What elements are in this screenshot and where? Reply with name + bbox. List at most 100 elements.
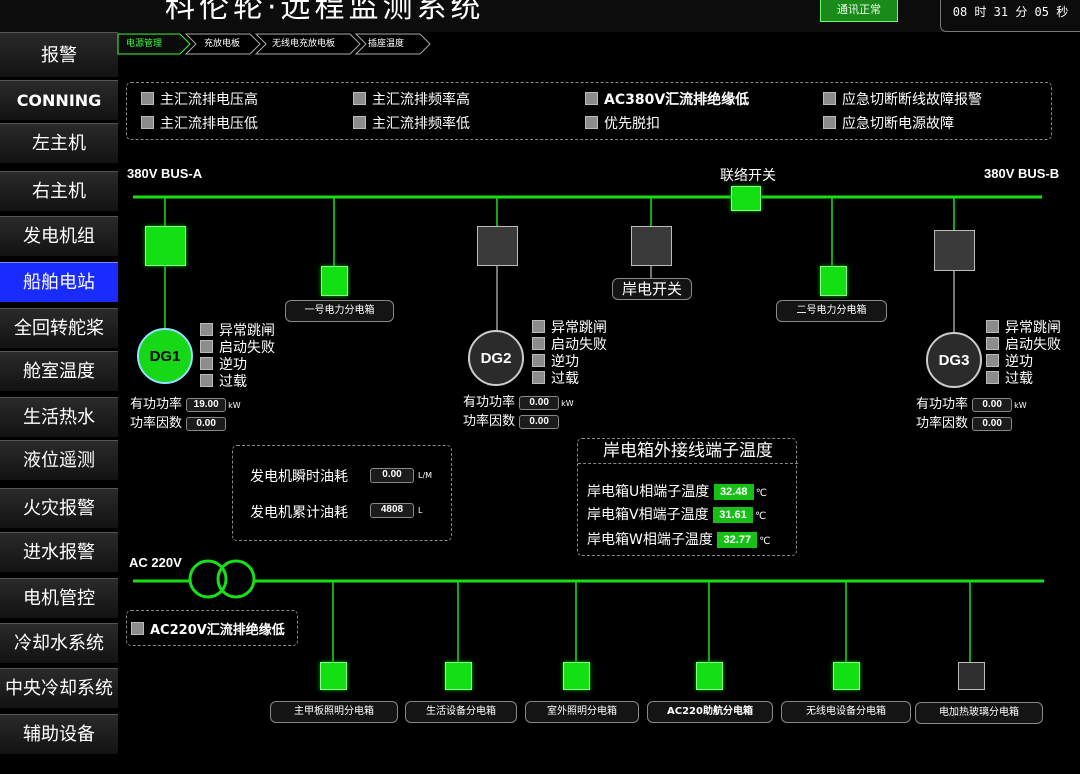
- sidebar-item-cooling-water[interactable]: 冷却水系统: [0, 623, 118, 664]
- status-item: 过载: [532, 371, 607, 388]
- tie-switch-breaker[interactable]: [731, 186, 761, 211]
- alarm-indicator: [353, 92, 366, 105]
- status-item: 启动失败: [986, 337, 1061, 354]
- box2-breaker[interactable]: [820, 266, 847, 296]
- fuel-instant-label: 发电机瞬时油耗: [250, 469, 348, 485]
- feeder-breaker-living[interactable]: [445, 662, 472, 690]
- dg3-active-power: 0.00: [972, 398, 1013, 412]
- feeder-label: AC220助航分电箱: [647, 701, 773, 723]
- status-indicator: [200, 323, 213, 336]
- status-item: 启动失败: [200, 340, 275, 357]
- crumb-charge-board[interactable]: 充放电板: [204, 39, 241, 49]
- sidebar-item-port-engine[interactable]: 左主机: [0, 123, 118, 164]
- status-item: 异常跳闸: [532, 320, 607, 337]
- temp-u-value: 32.48: [713, 484, 754, 500]
- sidebar-item-cabin-temp[interactable]: 舱室温度: [0, 351, 118, 392]
- sidebar-item-aux-equipment[interactable]: 辅助设备: [0, 714, 118, 755]
- temp-row: 岸电箱V相端子温度 31.61℃: [587, 507, 767, 523]
- fuel-total-value: 4808: [370, 503, 414, 518]
- alarm-item: 主汇流排频率高: [353, 89, 470, 109]
- dg3-breaker[interactable]: [934, 230, 975, 271]
- header-bar: 科伦轮·远程监测系统 通讯正常 08 时 31 分 05 秒: [0, 0, 1080, 32]
- ac220-bus-label: AC 220V: [129, 555, 182, 570]
- shore-breaker[interactable]: [631, 226, 672, 266]
- status-item: 逆功: [986, 354, 1061, 371]
- crumb-radio-charge-board[interactable]: 无线电充放电板: [272, 39, 336, 49]
- feeder-breaker-outdoor[interactable]: [563, 662, 590, 690]
- status-item: 过载: [986, 371, 1061, 388]
- feeder-label: 电加热玻璃分电箱: [915, 702, 1043, 724]
- fuel-instant-unit: L/M: [418, 471, 433, 480]
- alarm-indicator: [585, 92, 598, 105]
- status-indicator: [986, 337, 999, 350]
- status-indicator: [986, 371, 999, 384]
- dg1-active-power: 19.00: [186, 398, 227, 412]
- shore-temp-title: 岸电箱外接线端子温度: [578, 438, 798, 464]
- sidebar-item-gensets[interactable]: 发电机组: [0, 216, 118, 257]
- sidebar-item-motor-control[interactable]: 电机管控: [0, 578, 118, 619]
- alarm-indicator: [823, 116, 836, 129]
- alarm-item: 优先脱扣: [585, 113, 660, 133]
- alarm-indicator: [141, 116, 154, 129]
- alarm-item: AC380V汇流排绝缘低: [585, 89, 749, 109]
- fuel-panel: 发电机瞬时油耗 0.00 L/M 发电机累计油耗 4808 L: [232, 445, 452, 541]
- tie-switch-label: 联络开关: [720, 168, 776, 184]
- status-item: 启动失败: [532, 337, 607, 354]
- alarm-item: 应急切断断线故障报警: [823, 89, 982, 109]
- dg3-generator[interactable]: DG3: [926, 332, 982, 388]
- sidebar-item-flooding-alarm[interactable]: 进水报警: [0, 532, 118, 573]
- dg2-power-factor: 0.00: [519, 415, 560, 429]
- comm-status-badge: 通讯正常: [820, 0, 898, 22]
- app-title: 科伦轮·远程监测系统: [165, 0, 485, 25]
- dg1-breaker[interactable]: [145, 226, 186, 266]
- sidebar-item-alarm[interactable]: 报警: [0, 32, 118, 78]
- bus-b-label: 380V BUS-B: [984, 166, 1060, 181]
- feeder-breaker-glass-heat[interactable]: [958, 662, 985, 690]
- sidebar-item-azimuth-thruster[interactable]: 全回转舵桨: [0, 308, 118, 349]
- status-item: 异常跳闸: [200, 323, 275, 340]
- status-indicator: [532, 354, 545, 367]
- alarm-item: 应急切断电源故障: [823, 113, 954, 133]
- alarm-item: 主汇流排频率低: [353, 113, 470, 133]
- sidebar-nav: 报警 CONNING 左主机 右主机 发电机组 船舶电站 全回转舵桨 舱室温度 …: [0, 32, 118, 774]
- feeder-label: 室外照明分电箱: [525, 701, 639, 723]
- sidebar-item-hot-water[interactable]: 生活热水: [0, 397, 118, 438]
- sidebar-item-central-cooling[interactable]: 中央冷却系统: [0, 668, 118, 709]
- temp-w-value: 32.77: [717, 532, 758, 548]
- dg2-status-list: 异常跳闸 启动失败 逆功 过载: [532, 320, 607, 388]
- crumb-power-mgmt[interactable]: 电源管理: [126, 39, 163, 49]
- temp-v-value: 31.61: [713, 507, 754, 523]
- fuel-instant-value: 0.00: [370, 468, 414, 483]
- feeder-label: 无线电设备分电箱: [781, 701, 911, 723]
- feeder-breaker-nav[interactable]: [696, 662, 723, 690]
- alarm-indicator: [585, 116, 598, 129]
- sidebar-item-power-station[interactable]: 船舶电站: [0, 262, 118, 303]
- dg2-generator[interactable]: DG2: [468, 330, 524, 386]
- sidebar-item-level-gauging[interactable]: 液位遥测: [0, 440, 118, 481]
- dg1-power-factor: 0.00: [186, 417, 227, 431]
- alarm-indicator: [823, 92, 836, 105]
- status-indicator: [986, 354, 999, 367]
- ac220-insulation-alarm: AC220V汇流排绝缘低: [126, 610, 298, 646]
- crumb-socket-temp[interactable]: 插座温度: [368, 39, 405, 49]
- box1-label: 一号电力分电箱: [285, 300, 394, 322]
- feeder-breaker-main-deck[interactable]: [320, 662, 347, 690]
- dg3-status-list: 异常跳闸 启动失败 逆功 过载: [986, 320, 1061, 388]
- box2-label: 二号电力分电箱: [776, 300, 887, 322]
- dg1-status-list: 异常跳闸 启动失败 逆功 过载: [200, 323, 275, 391]
- sidebar-item-conning[interactable]: CONNING: [0, 80, 118, 121]
- status-indicator: [200, 374, 213, 387]
- box1-breaker[interactable]: [321, 266, 348, 296]
- dg1-generator[interactable]: DG1: [137, 328, 193, 384]
- status-item: 异常跳闸: [986, 320, 1061, 337]
- dg2-breaker[interactable]: [477, 226, 518, 266]
- feeder-breaker-radio[interactable]: [833, 662, 860, 690]
- sidebar-item-stbd-engine[interactable]: 右主机: [0, 171, 118, 212]
- alarm-indicator: [141, 92, 154, 105]
- sidebar-item-fire-alarm[interactable]: 火灾报警: [0, 488, 118, 529]
- alarm-item: 主汇流排电压高: [141, 89, 258, 109]
